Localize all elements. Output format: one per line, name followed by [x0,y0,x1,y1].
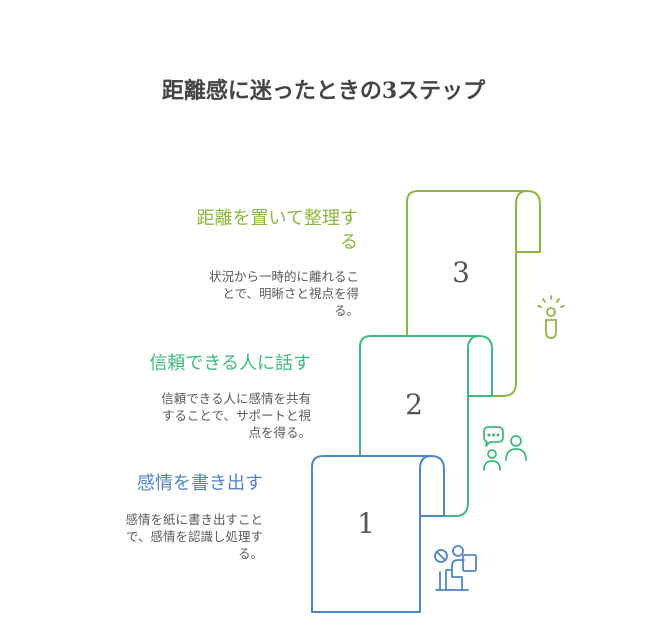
step-3-heading: 距離を置いて整理す る [196,208,358,253]
two-people-chat-icon [483,426,527,471]
step-1-description: 感情を紙に書き出すこと で、感情を認識し処理す る。 [125,512,263,561]
step-3-number: 3 [452,256,470,289]
step-1-heading: 感情を書き出す [137,473,263,494]
step-3-description: 状況から一時的に離れるこ とで、明晰さと視点を得 る。 [208,269,359,318]
step-2-heading: 信頼できる人に話す [149,353,311,374]
person-writing-icon [434,545,477,591]
step-1-scroll [311,455,445,613]
step-1-number: 1 [357,507,375,540]
page-title: 距離感に迷ったときの3ステップ [161,78,486,104]
step-2-number: 2 [405,388,423,421]
person-clarity-icon [537,295,565,339]
step-2-description: 信頼できる人に感情を共有 することで、サポートと視 点を得る。 [161,391,311,440]
